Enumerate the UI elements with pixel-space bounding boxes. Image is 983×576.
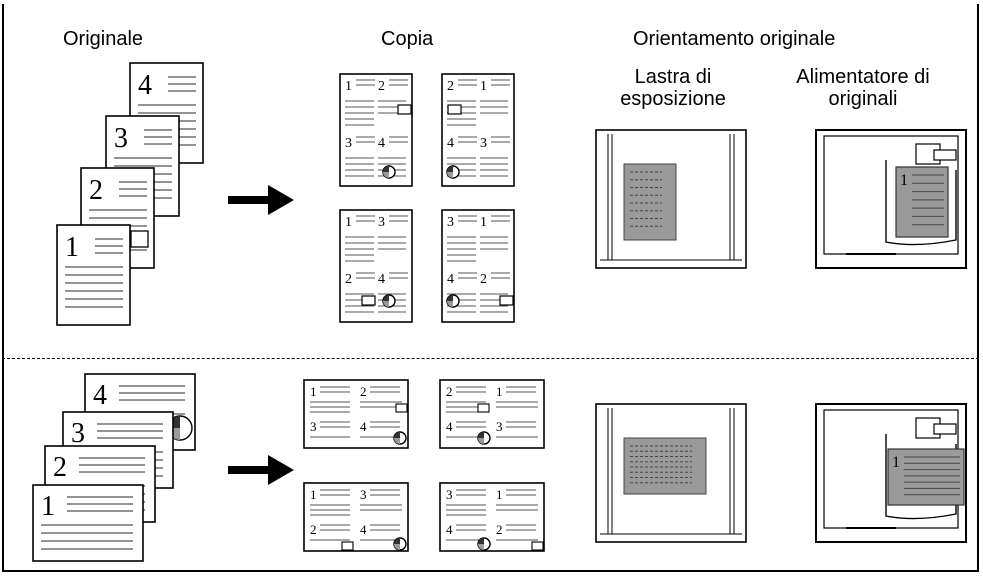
svg-text:3: 3 xyxy=(360,487,367,502)
svg-text:2: 2 xyxy=(345,272,352,287)
svg-text:4: 4 xyxy=(446,522,453,537)
document-on-glass xyxy=(623,163,677,241)
svg-text:2: 2 xyxy=(447,79,454,94)
original-landscape-1: 1 xyxy=(32,484,144,562)
svg-text:1: 1 xyxy=(480,79,487,94)
svg-text:2: 2 xyxy=(496,522,503,537)
diagram-frame xyxy=(2,4,979,572)
page-number-4: 4 xyxy=(93,380,107,411)
header-copia: Copia xyxy=(381,28,434,50)
page-number-3: 3 xyxy=(114,123,128,154)
svg-text:1: 1 xyxy=(310,384,317,399)
page-number-1: 1 xyxy=(65,232,79,263)
document-in-feeder xyxy=(895,166,949,238)
svg-text:4: 4 xyxy=(446,419,453,434)
platen-glass-portrait xyxy=(595,129,747,269)
header-lastra-line1: Lastra di xyxy=(634,66,712,88)
page-number-1: 1 xyxy=(900,172,908,189)
header-originale: Originale xyxy=(63,28,144,50)
svg-text:4: 4 xyxy=(360,419,367,434)
page-number-4: 4 xyxy=(138,70,152,101)
svg-text:2: 2 xyxy=(360,384,367,399)
svg-text:1: 1 xyxy=(345,215,352,230)
header-orientamento: Orientamento originale xyxy=(633,28,836,50)
svg-text:4: 4 xyxy=(447,272,454,287)
svg-text:2: 2 xyxy=(480,272,487,287)
copy-landscape-1: 1 2 3 4 xyxy=(303,379,409,449)
page-number-2: 2 xyxy=(53,452,67,483)
document-feeder-landscape: 1 xyxy=(815,403,967,543)
copy-landscape-4: 3 1 4 2 xyxy=(439,482,545,552)
header-lastra: Lastra di esposizione xyxy=(598,66,748,110)
copy-landscape-3: 1 3 2 4 xyxy=(303,482,409,552)
document-feeder-portrait: 1 xyxy=(815,129,967,269)
header-alimentatore: Alimentatore di originali xyxy=(778,66,948,110)
svg-text:2: 2 xyxy=(446,384,453,399)
document-on-glass xyxy=(623,437,707,495)
header-alimentatore-line2: originali xyxy=(828,88,898,110)
svg-text:3: 3 xyxy=(345,136,352,151)
svg-text:1: 1 xyxy=(496,384,503,399)
platen-glass-landscape xyxy=(595,403,747,543)
svg-text:4: 4 xyxy=(447,136,454,151)
svg-text:3: 3 xyxy=(447,215,454,230)
page-number-1: 1 xyxy=(892,454,900,471)
page-number-1: 1 xyxy=(41,491,55,522)
svg-text:2: 2 xyxy=(378,79,385,94)
svg-text:2: 2 xyxy=(310,522,317,537)
header-lastra-line2: esposizione xyxy=(620,88,726,110)
svg-text:4: 4 xyxy=(378,136,385,151)
svg-text:3: 3 xyxy=(496,419,503,434)
svg-text:1: 1 xyxy=(310,487,317,502)
copy-portrait-1: 1 2 3 4 xyxy=(339,73,413,187)
page-number-2: 2 xyxy=(89,175,103,206)
page-number-3: 3 xyxy=(71,418,85,449)
page-box-peek xyxy=(130,230,149,248)
svg-text:4: 4 xyxy=(378,272,385,287)
svg-text:3: 3 xyxy=(480,136,487,151)
section-divider xyxy=(2,358,979,359)
svg-text:3: 3 xyxy=(310,419,317,434)
document-in-feeder xyxy=(887,448,965,506)
svg-text:3: 3 xyxy=(378,215,385,230)
copy-landscape-2: 2 1 4 3 xyxy=(439,379,545,449)
svg-text:1: 1 xyxy=(480,215,487,230)
copy-portrait-4: 3 1 4 2 xyxy=(441,209,515,323)
copy-portrait-3: 1 3 2 4 xyxy=(339,209,413,323)
copy-portrait-2: 2 1 4 3 xyxy=(441,73,515,187)
svg-text:3: 3 xyxy=(446,487,453,502)
arrow-right-icon xyxy=(228,455,294,485)
svg-text:1: 1 xyxy=(345,79,352,94)
svg-text:4: 4 xyxy=(360,522,367,537)
arrow-right-icon xyxy=(228,185,294,215)
svg-text:1: 1 xyxy=(496,487,503,502)
original-page-1: 1 xyxy=(56,224,131,326)
header-alimentatore-line1: Alimentatore di xyxy=(796,66,930,88)
